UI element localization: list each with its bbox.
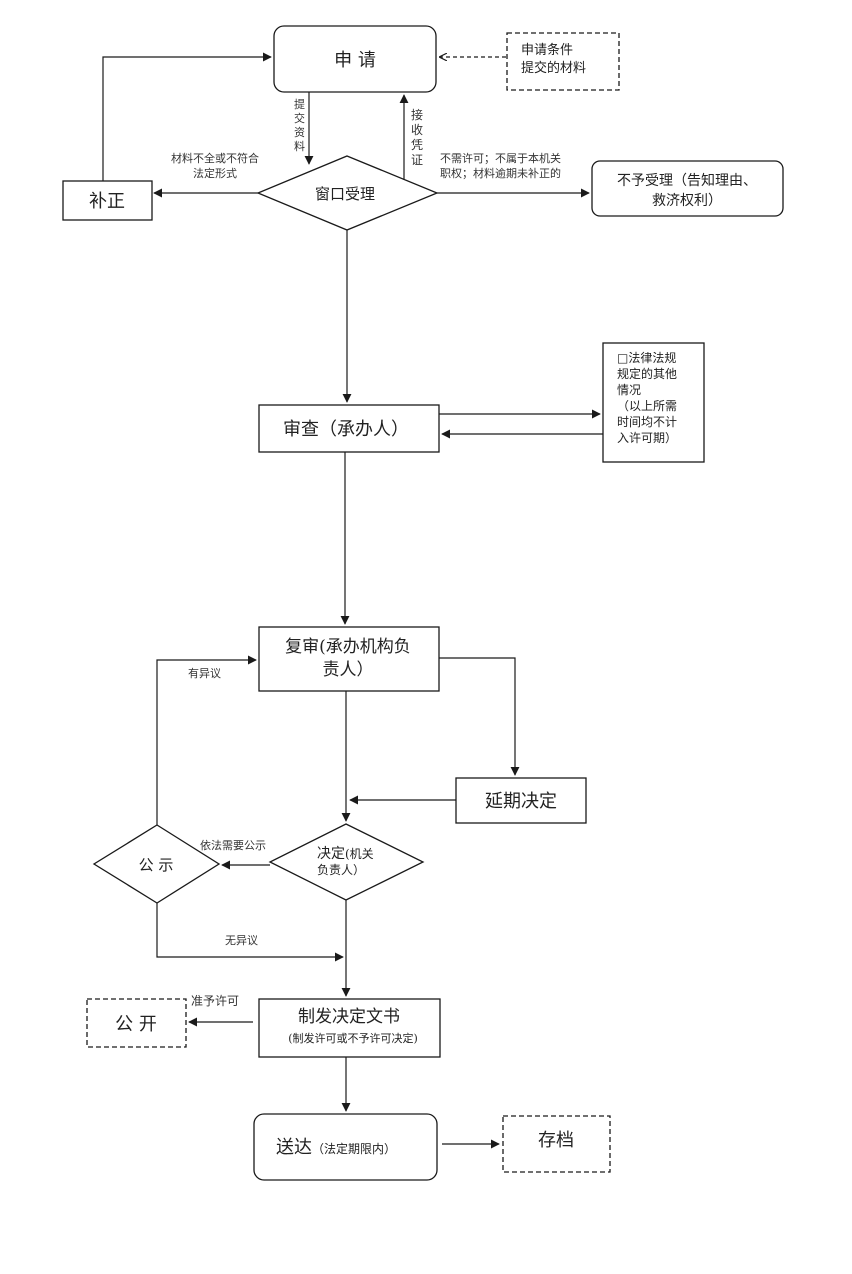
deliver-node: 送达（法定期限内） [253, 1113, 438, 1181]
publicity-node: 公 示 [92, 824, 221, 904]
other-label-6: 入许可期） [617, 431, 677, 445]
submit-char-2: 交 [294, 111, 305, 125]
other-label-1: □法律法规 [617, 350, 676, 365]
receive-char-1: 接 [411, 107, 423, 122]
extension-node: 延期决定 [455, 777, 587, 824]
decision-sub-2: 负责人） [317, 863, 365, 877]
has-objection-label: 有异议 [188, 666, 221, 680]
archive-label: 存档 [538, 1130, 574, 1151]
edge-recheck-extension [439, 657, 520, 776]
other-label-2: 规定的其他 [617, 366, 677, 381]
deliver-main: 送达 [276, 1137, 312, 1158]
correct-node: 补正 [62, 180, 153, 221]
issue-label-main: 制发决定文书 [298, 1007, 400, 1027]
correct-label: 补正 [89, 191, 125, 212]
other-situations-node: □法律法规 规定的其他 情况 （以上所需 时间均不计 入许可期） [602, 342, 705, 463]
receive-voucher-label: 接 收 凭 证 [411, 107, 423, 167]
open-node: 公 开 [86, 998, 187, 1048]
reject-label-2: 救济权利） [652, 193, 722, 209]
edge-publicity-issue [156, 903, 344, 962]
incomplete-label-1: 材料不全或不符合 [171, 151, 259, 165]
reject-node: 不予受理（告知理由、 救济权利） [591, 160, 784, 217]
decision-main: 决定 [317, 846, 345, 862]
receive-char-2: 收 [411, 123, 423, 137]
decision-sub-1: (机关 [345, 847, 374, 861]
archive-node: 存档 [502, 1115, 611, 1173]
review-node: 审查（承办人） [258, 404, 440, 453]
window-accept-node: 窗口受理 [256, 155, 439, 231]
submit-char-1: 提 [294, 98, 305, 111]
no-objection-label: 无异议 [225, 934, 258, 947]
conditions-node: 申请条件 提交的材料 [506, 32, 620, 91]
edges [102, 52, 603, 1149]
receive-char-3: 凭 [411, 137, 423, 152]
submit-char-3: 资 [294, 126, 305, 139]
edge-correct-apply [102, 52, 272, 181]
window-accept-label: 窗口受理 [315, 185, 375, 203]
issue-document-node: 制发决定文书 (制发许可或不予许可决定) [258, 998, 441, 1058]
recheck-label-2: 责人） [323, 660, 374, 680]
conditions-label-1: 申请条件 [521, 42, 573, 58]
apply-node: 申 请 [273, 25, 437, 93]
edge-publicity-recheck [156, 655, 257, 825]
recheck-node: 复审(承办机构负 责人） [258, 626, 440, 692]
other-label-5: 时间均不计 [617, 415, 677, 429]
extension-label: 延期决定 [485, 791, 557, 812]
conditions-label-2: 提交的材料 [521, 60, 586, 76]
open-label: 公 开 [115, 1014, 157, 1035]
need-publicity-label: 依法需要公示 [200, 838, 266, 852]
receive-char-4: 证 [411, 153, 423, 167]
no-permit-label-2: 职权；材料逾期未补正的 [440, 166, 561, 180]
deliver-sub: （法定期限内） [312, 1141, 396, 1156]
incomplete-label-2: 法定形式 [193, 166, 237, 180]
apply-label: 申 请 [334, 50, 376, 71]
reject-label-1: 不予受理（告知理由、 [617, 172, 757, 189]
decision-label-1: 决定(机关 [317, 846, 374, 862]
no-permit-label-1: 不需许可；不属于本机关 [440, 151, 561, 165]
grant-permit-label: 准予许可 [191, 994, 239, 1008]
issue-label-sub: (制发许可或不予许可决定) [288, 1031, 418, 1045]
deliver-label: 送达（法定期限内） [276, 1137, 396, 1158]
publicity-label: 公 示 [139, 856, 174, 874]
other-label-4: （以上所需 [617, 399, 677, 413]
submit-materials-label: 提 交 资 料 [294, 98, 305, 153]
decision-node: 决定(机关 负责人） [268, 823, 425, 901]
recheck-label-1: 复审(承办机构负 [285, 637, 411, 657]
submit-char-4: 料 [294, 139, 305, 153]
review-label: 审查（承办人） [283, 419, 409, 440]
other-label-3: 情况 [617, 383, 641, 397]
